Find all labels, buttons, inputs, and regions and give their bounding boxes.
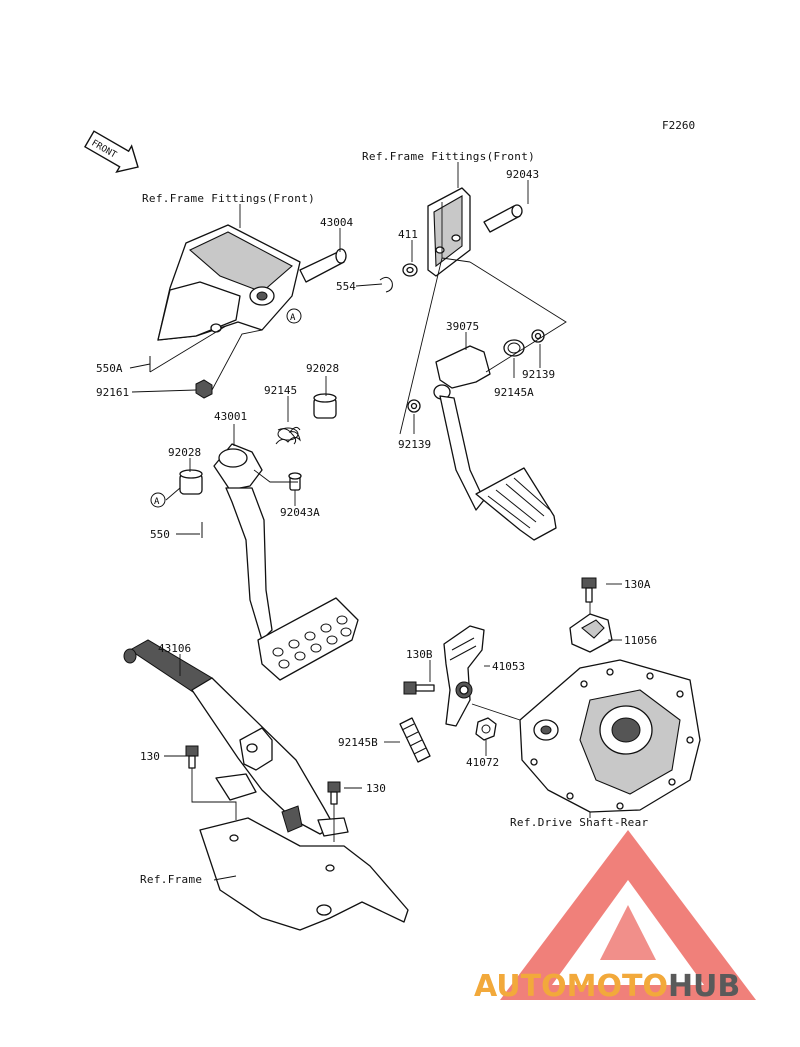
part-label-92139-left: 92139: [398, 438, 431, 451]
figure-code: F2260: [662, 119, 695, 132]
pin-92043-icon: [483, 204, 523, 233]
washer-92139-top-icon: [531, 329, 545, 343]
callout-a-lower: A: [150, 492, 166, 508]
part-label-130a: 130A: [624, 578, 651, 591]
part-label-39075: 39075: [446, 320, 479, 333]
part-label-43004: 43004: [320, 216, 353, 229]
lever-41053-drawing: [443, 625, 485, 727]
bolt-130-right-icon: [327, 781, 341, 805]
left-bracket-drawing: [157, 224, 301, 341]
part-label-92139-top: 92139: [522, 368, 555, 381]
bracket-11056-drawing: [569, 613, 613, 653]
bolt-130-left-icon: [185, 745, 199, 769]
clip-554-icon: [379, 276, 393, 293]
svg-text:AUTOMOTOHUB: AUTOMOTOHUB: [474, 969, 740, 1004]
part-label-41053: 41053: [492, 660, 525, 673]
washer-92139-left-icon: [407, 399, 421, 413]
ref-frame-fittings-front-right: Ref.Frame Fittings(Front): [362, 150, 535, 163]
spring-92145-icon: [275, 426, 301, 445]
part-label-92145b: 92145B: [338, 736, 378, 749]
part-label-411: 411: [398, 228, 418, 241]
part-labels: 43004 411 92043 554 39075 92139 92145A 9…: [96, 168, 657, 795]
part-label-92161: 92161: [96, 386, 129, 399]
callout-a-upper-label: A: [290, 313, 296, 323]
ref-frame: Ref.Frame: [140, 873, 202, 886]
bushing-92028-top-icon: [313, 393, 337, 419]
part-label-554: 554: [336, 280, 356, 293]
spring-92145a-icon: [503, 339, 525, 357]
parking-lever-43106-drawing: [123, 639, 335, 835]
part-label-92145a: 92145A: [494, 386, 534, 399]
callout-a-lower-label: A: [154, 497, 160, 507]
leader-lines: [129, 162, 622, 881]
nut-41072-icon: [475, 717, 497, 741]
bolt-130b-icon: [403, 681, 435, 695]
pin-92043a-icon: [288, 472, 302, 491]
bolt-130a-icon: [581, 577, 597, 603]
part-label-92028-left: 92028: [168, 446, 201, 459]
accelerator-pedal-39075-drawing: [433, 345, 557, 541]
part-label-130-left: 130: [140, 750, 160, 763]
washer-411-icon: [402, 263, 418, 277]
part-label-550: 550: [150, 528, 170, 541]
part-label-41072: 41072: [466, 756, 499, 769]
watermark-text: AUTOMOTOHUB: [474, 969, 740, 1004]
part-label-43106: 43106: [158, 642, 191, 655]
part-label-92043: 92043: [506, 168, 539, 181]
part-label-92028-top: 92028: [306, 362, 339, 375]
part-label-11056: 11056: [624, 634, 657, 647]
part-label-92145: 92145: [264, 384, 297, 397]
nut-92161-icon: [195, 379, 213, 399]
ref-frame-fittings-front-left: Ref.Frame Fittings(Front): [142, 192, 315, 205]
bushing-92028-left-icon: [179, 469, 203, 495]
part-label-130-right: 130: [366, 782, 386, 795]
ref-drive-shaft-rear: Ref.Drive Shaft-Rear: [510, 816, 649, 829]
front-arrow-icon: FRONT: [84, 130, 139, 174]
pin-43004-drawing: [299, 248, 347, 283]
spring-92145b-icon: [399, 717, 431, 763]
part-label-43001: 43001: [214, 410, 247, 423]
part-label-550a: 550A: [96, 362, 123, 375]
watermark-text-automoto: AUTOMOTO: [474, 969, 668, 1004]
brake-pedal-43001-drawing: [213, 443, 359, 681]
frame-drawing: [199, 773, 409, 931]
watermark-logo: [500, 830, 756, 1000]
right-bracket-drawing: [427, 187, 471, 277]
callout-a-upper: A: [286, 308, 302, 324]
part-label-92043a: 92043A: [280, 506, 320, 519]
part-label-130b: 130B: [406, 648, 433, 661]
watermark-text-hub: HUB: [668, 969, 740, 1004]
drive-shaft-housing-drawing: [519, 659, 701, 813]
